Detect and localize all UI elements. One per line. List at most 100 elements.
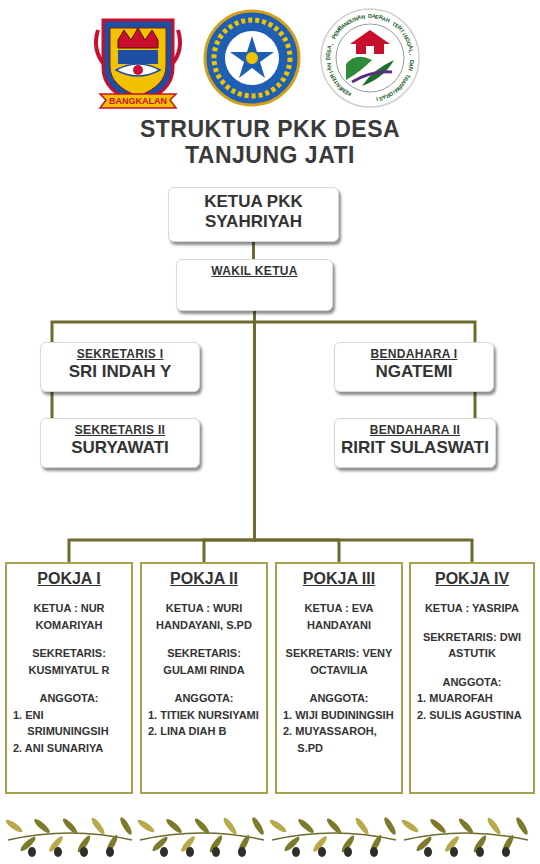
olive-garland-part [502, 847, 510, 857]
bangkalan-logo-part [172, 30, 180, 64]
olive-garland-part [268, 818, 288, 834]
position-box: KETUA PKKSYAHRIYAH [168, 187, 339, 242]
olive-garland-part [250, 816, 265, 836]
olive-garland-part [514, 816, 529, 836]
bangkalan-logo [96, 20, 180, 108]
olive-garland-part [90, 816, 107, 836]
position-box: SEKRETARIS ISRI INDAH Y [40, 342, 200, 392]
pkk-logo-part [214, 20, 290, 96]
olive-garland-part [486, 816, 503, 836]
org-connector [474, 392, 477, 418]
role-line: KETUA : WURI HANDAYANI, S.PD [148, 600, 260, 633]
logo-ring-char: H [384, 16, 392, 24]
olive-garland-part [193, 817, 211, 836]
bangkalan-logo-part [110, 28, 166, 96]
position-box: WAKIL KETUA [176, 259, 333, 311]
role-line: KETUA : NUR KOMARIYAH [13, 600, 125, 633]
logo-ring-char: , [409, 51, 416, 58]
bangkalan-logo-part [100, 94, 176, 108]
olive-garland-part [400, 818, 420, 834]
role-line: SEKRETARIS: GULAMI RINDA [148, 645, 260, 678]
role-line: KETUA : EVA HANDAYANI [283, 600, 395, 633]
ministry-logo [321, 9, 419, 107]
position-box: BENDAHARA IIRIRIT SULASWATI [334, 418, 496, 468]
pokja-title: POKJA IV [417, 570, 527, 588]
olive-garland-part [136, 818, 156, 834]
ministry-logo-part [366, 46, 374, 54]
olive-garland-part [164, 817, 183, 835]
org-connector [204, 311, 255, 562]
org-connector [252, 242, 255, 259]
member-name: 1. ENI SRIMUNINGSIH [13, 707, 125, 740]
logo-ribbon-text: BANGKALAN [104, 95, 172, 107]
olive-garland-part [186, 847, 194, 857]
pokja-title: POKJA II [148, 570, 260, 588]
position-title: WAKIL KETUA [183, 264, 326, 278]
olive-garland-part [424, 847, 432, 857]
olive-garland-part [344, 847, 352, 857]
org-connector [255, 311, 476, 342]
org-connector [255, 311, 340, 562]
position-title: BENDAHARA I [341, 347, 487, 361]
olive-garland-part [325, 817, 343, 836]
ministry-logo-part [346, 57, 372, 80]
olive-garland-part [32, 817, 51, 835]
olive-garland-part [296, 817, 315, 835]
pokja-box: POKJA IIIKETUA : EVA HANDAYANISEKRETARIS… [275, 562, 403, 794]
olive-garland-part [160, 847, 168, 857]
bangkalan-logo-part [118, 28, 158, 48]
olive-garland-part [4, 818, 24, 834]
role-line: SEKRETARIS: DWI ASTUTIK [417, 629, 527, 662]
person-name: RIRIT SULASWATI [341, 438, 489, 458]
olive-garland-part [476, 847, 484, 857]
position-title: SEKRETARIS I [47, 347, 193, 361]
member-heading: ANGGOTA: [148, 690, 260, 707]
olive-garland-part [222, 816, 239, 836]
pkk-logo-part [205, 11, 299, 105]
pkk-logo-part [225, 31, 279, 85]
olive-garland-part [318, 847, 326, 857]
ministry-logo-part [350, 30, 390, 44]
member-heading: ANGGOTA: [283, 690, 395, 707]
member-name: 1. TITIEK NURSIYAMI [148, 707, 260, 724]
bangkalan-logo-part [116, 64, 160, 76]
logo-ring-char: , [327, 40, 335, 48]
chart-title: STRUKTUR PKK DESA TANJUNG JATI [120, 116, 420, 169]
position-title: KETUA PKK [175, 192, 332, 212]
member-heading: ANGGOTA: [417, 674, 527, 691]
olive-garland-part [212, 847, 220, 857]
pkk-logo-part [246, 52, 258, 64]
olive-garland [4, 816, 530, 857]
bangkalan-logo-part [96, 30, 104, 64]
ministry-logo-part [352, 72, 392, 82]
member-name: 2. LINA DIAH B [148, 723, 260, 740]
olive-garland-part [118, 816, 133, 836]
olive-garland-part [382, 816, 397, 836]
role-line: SEKRETARIS: KUSMIYATUL R [13, 645, 125, 678]
member-name: 2. ANI SUNARIYA [13, 740, 125, 757]
olive-garland-part [80, 847, 88, 857]
position-box: BENDAHARA INGATEMI [334, 342, 494, 392]
position-box: SEKRETARIS IISURYAWATI [40, 418, 200, 468]
olive-garland-part [354, 816, 371, 836]
pokja-box: POKJA I KETUA : NUR KOMARIYAH SEKRETARIS: … [5, 562, 133, 794]
person-name: SRI INDAH Y [47, 362, 193, 382]
logo-ring-char: N [359, 13, 366, 20]
olive-garland-part [61, 817, 79, 836]
pokja-box: POKJA II KETUA : WURI HANDAYANI, S.PD SEKR… [140, 562, 268, 794]
bangkalan-logo-part [133, 65, 143, 75]
pokja-title: POKJA I [13, 570, 125, 588]
bangkalan-logo-part [118, 50, 158, 64]
logo-ring-char: N [407, 65, 414, 72]
member-name: 1. MUAROFAH [417, 690, 527, 707]
olive-garland-part [370, 847, 378, 857]
pkk-logo [205, 11, 299, 105]
logo-ring-text: KEMENTERIAN DESA, PEMBANGUNAN DAERAH TER… [321, 9, 419, 107]
ministry-logo-part [356, 44, 384, 54]
ministry-logo-part [336, 24, 404, 92]
olive-garland-part [292, 847, 300, 857]
role-line: SEKRETARIS: VENY OCTAVILIA [283, 645, 395, 678]
olive-garland-part [428, 817, 447, 835]
position-title: SEKRETARIS II [47, 423, 193, 437]
olive-garland-part [457, 817, 475, 836]
